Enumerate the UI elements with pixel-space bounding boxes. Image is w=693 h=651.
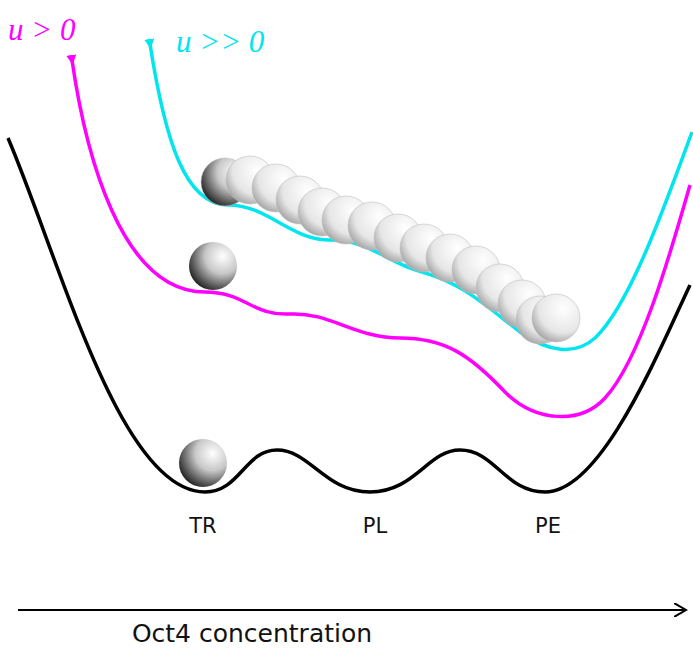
ball-trajectory <box>201 156 580 344</box>
potential-curve <box>150 44 692 349</box>
cell-ball <box>179 439 227 487</box>
axis-arrow <box>18 609 684 611</box>
potential-curve <box>8 138 690 492</box>
cell-ball <box>189 242 237 290</box>
cell-ball <box>532 294 580 342</box>
axis-label: Oct4 concentration <box>132 621 372 646</box>
state-label: PE <box>535 516 561 537</box>
state-label: PL <box>363 516 387 537</box>
parameter-label: u > 0 <box>8 14 75 45</box>
state-label: TR <box>189 516 216 537</box>
parameter-label: u >> 0 <box>176 26 264 57</box>
